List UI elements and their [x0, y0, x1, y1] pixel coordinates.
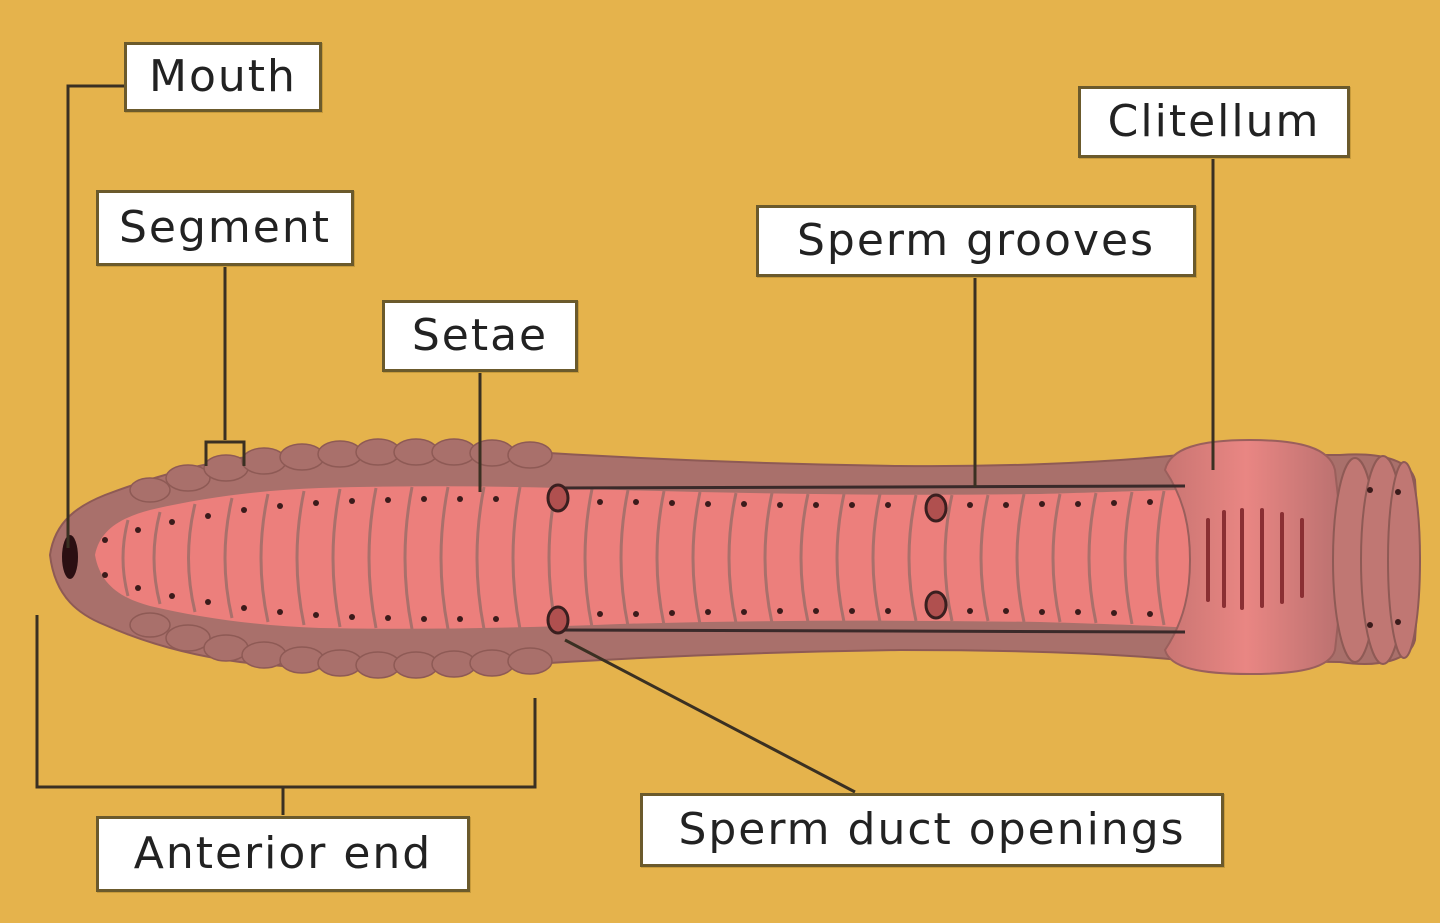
segment-lines [121, 486, 1166, 630]
clitellum-band [1163, 438, 1347, 676]
sperm-duct-openings [546, 483, 948, 635]
worm-body [48, 438, 1422, 679]
sperm-grooves-label: Sperm grooves [756, 205, 1196, 277]
setae-label: Setae [382, 300, 578, 372]
sperm-groove-lines [559, 484, 1186, 634]
segment-ridges-top [129, 438, 553, 503]
anterior-end-label: Anterior end [96, 816, 470, 892]
segment-bracket [204, 440, 246, 466]
mouth-leader [66, 84, 125, 548]
anterior-end-bracket [35, 615, 537, 789]
posterior-segments [1332, 455, 1421, 665]
worm-inner-body [95, 486, 1190, 629]
segment-label: Segment [96, 190, 354, 266]
mouth-label: Mouth [124, 42, 322, 112]
sperm-duct-openings-label: Sperm duct openings [640, 793, 1224, 867]
clitellum-marks [1206, 508, 1304, 610]
segment-ridges-bottom [129, 612, 553, 679]
leader-lines [35, 84, 1215, 815]
mouth-opening [62, 535, 78, 579]
sperm-duct-leader [564, 638, 856, 794]
clitellum-label: Clitellum [1078, 86, 1350, 158]
setae-dots [102, 487, 1401, 628]
